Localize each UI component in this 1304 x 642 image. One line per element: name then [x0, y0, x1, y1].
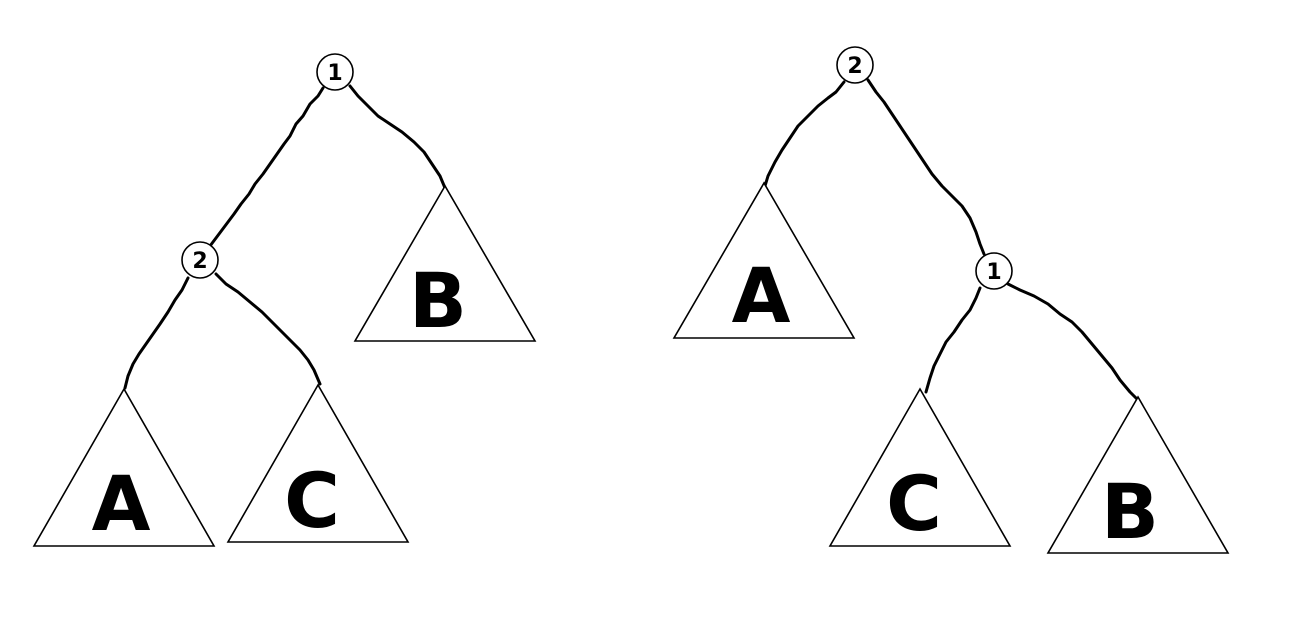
left-root-node-circle	[316, 53, 354, 91]
left-edge-root-to-inner	[208, 86, 325, 248]
right-inner-node-circle	[975, 252, 1013, 290]
right-root-node-label: 2	[847, 54, 862, 79]
right-subtree-b-triangle	[1046, 395, 1230, 554]
right-edge-root-to-a	[763, 80, 846, 188]
left-subtree-b-triangle	[353, 184, 537, 342]
right-inner-node-label: 1	[986, 260, 1001, 285]
left-subtree-a-label: A	[92, 459, 151, 548]
right-subtree-a-label: A	[732, 251, 791, 340]
left-subtree-c-label: C	[284, 456, 340, 545]
left-inner-node-label: 2	[192, 249, 207, 274]
left-edge-inner-to-a	[123, 276, 190, 390]
left-subtree-b-label: B	[409, 256, 467, 345]
right-subtree-c-label: C	[886, 459, 942, 548]
right-subtree-b-label: B	[1101, 467, 1159, 556]
left-subtree-c-triangle	[226, 383, 410, 543]
right-edge-root-to-inner	[866, 78, 986, 256]
left-edge-root-to-b	[348, 84, 447, 190]
left-root-node-label: 1	[327, 61, 342, 86]
left-edge-inner-to-c	[214, 272, 322, 386]
left-tree: B A C 1 2	[32, 53, 537, 548]
right-subtree-c-triangle	[828, 387, 1012, 547]
right-root-node-circle	[836, 46, 874, 84]
right-subtree-a-triangle	[672, 181, 856, 339]
left-subtree-a-triangle	[32, 387, 216, 547]
right-edge-inner-to-b	[1006, 282, 1140, 402]
right-tree: A C B 2 1	[672, 46, 1230, 556]
left-inner-node-circle	[181, 241, 219, 279]
right-edge-inner-to-c	[924, 286, 982, 394]
